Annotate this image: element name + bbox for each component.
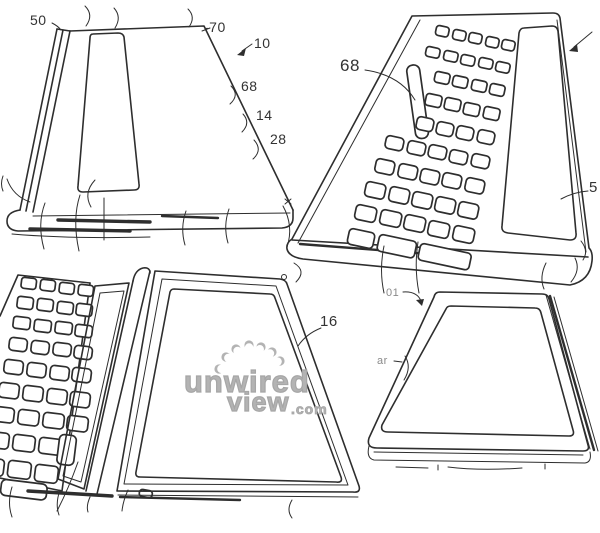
ref-label-ar: ar xyxy=(377,355,388,367)
ref-label-16: 16 xyxy=(320,313,338,330)
figure-closed-device xyxy=(1,5,294,252)
figure-keyboard xyxy=(286,12,593,294)
ref-label-01: 01 xyxy=(386,287,400,299)
watermark-com: .com xyxy=(291,401,328,417)
watermark-view: view xyxy=(226,387,290,417)
watermark-unwired: unwired xyxy=(183,364,310,399)
ref-label-70: -70 xyxy=(204,19,226,35)
ref-label-68-keyboard: 68 xyxy=(340,56,360,75)
figure-tablet xyxy=(367,291,599,471)
ref-label-10: 10 xyxy=(254,35,271,51)
open-device-keys xyxy=(0,276,95,501)
figure-open-device xyxy=(0,267,361,519)
ref-label-5: 5 xyxy=(589,179,598,196)
ref-label-28: 28 xyxy=(270,131,287,147)
keyboard-keys xyxy=(346,24,517,271)
ref-label-68-closed: 68 xyxy=(241,78,258,94)
ref-label-14: 14 xyxy=(256,107,273,123)
ref-label-50: 50 xyxy=(30,12,47,28)
watermark-crescents xyxy=(214,340,285,374)
